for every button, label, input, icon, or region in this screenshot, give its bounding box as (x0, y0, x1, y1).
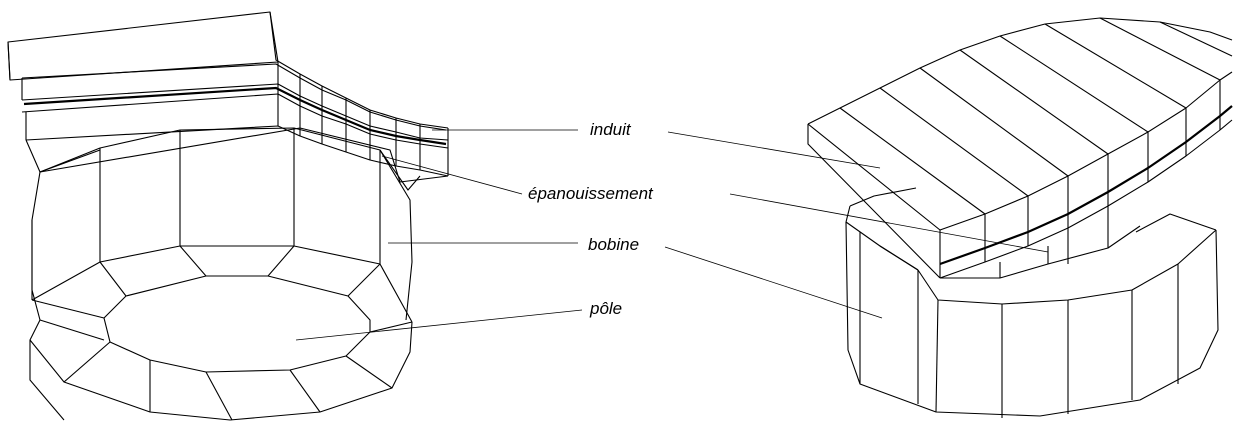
right-armature (807, 17, 1233, 279)
right-assembly (807, 17, 1233, 418)
right-pole-shoe (940, 206, 1141, 279)
left-coil (29, 127, 413, 421)
left-armature (7, 11, 449, 177)
label-pole: pôle (589, 299, 622, 318)
label-induit: induit (590, 120, 632, 139)
label-epanouissement: épanouissement (528, 184, 654, 203)
leader-lines (295, 129, 1049, 341)
label-bobine: bobine (588, 235, 639, 254)
left-assembly (7, 11, 449, 421)
right-coil (845, 187, 1219, 418)
